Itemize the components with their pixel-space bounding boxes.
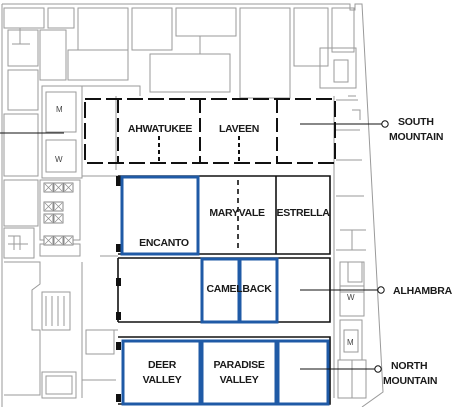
callout-south-mountain-1: SOUTH xyxy=(398,116,434,128)
middle-room-block xyxy=(117,175,331,323)
room-camelback[interactable] xyxy=(200,257,279,324)
bottom-room-highlight[interactable] xyxy=(121,339,330,406)
room-label-ahwatukee: AHWATUKEE xyxy=(128,123,192,135)
room-label-paradise-valley-1: PARADISE xyxy=(213,359,264,371)
room-label-deer-valley-2: VALLEY xyxy=(143,374,182,386)
room-label-encanto: ENCANTO xyxy=(139,237,189,249)
callout-lines xyxy=(0,120,389,373)
callout-north-mountain-2: MOUNTAIN xyxy=(383,375,437,387)
callout-alhambra: ALHAMBRA xyxy=(393,285,453,297)
restroom-m-left: M xyxy=(56,105,63,114)
room-label-camelback: CAMELBACK xyxy=(207,283,273,295)
callout-south-mountain-2: MOUNTAIN xyxy=(389,131,443,143)
wall-notches xyxy=(116,176,121,402)
room-label-deer-valley-1: DEER xyxy=(148,359,177,371)
top-room-row xyxy=(84,98,336,164)
restroom-m-right: M xyxy=(347,338,354,347)
room-label-paradise-valley-2: VALLEY xyxy=(220,374,259,386)
room-label-laveen: LAVEEN xyxy=(219,123,259,135)
vent-tiles xyxy=(43,182,74,246)
room-label-estrella: ESTRELLA xyxy=(276,207,330,219)
restroom-w-left: W xyxy=(55,155,63,164)
room-label-maryvale: MARYVALE xyxy=(209,207,265,219)
restroom-w-right: W xyxy=(347,293,355,302)
callout-north-mountain-1: NORTH xyxy=(391,360,427,372)
building-walls xyxy=(1,3,384,408)
room-encanto[interactable] xyxy=(120,175,200,256)
